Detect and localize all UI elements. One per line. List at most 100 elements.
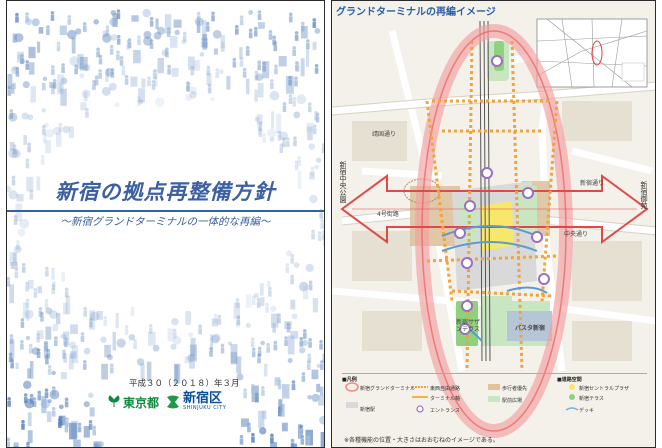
silhouette: [206, 65, 211, 76]
silhouette: [8, 352, 13, 363]
silhouette: [9, 284, 15, 304]
silhouette: [61, 271, 66, 282]
silhouette: [41, 396, 47, 414]
silhouette: [191, 86, 197, 95]
silhouette: [55, 132, 62, 147]
silhouette: [211, 318, 219, 327]
silhouette: [294, 160, 299, 171]
right-side-label: 新宿御苑: [640, 181, 648, 209]
silhouette: [37, 41, 41, 53]
silhouette: [307, 102, 312, 113]
silhouette: [43, 133, 47, 144]
silhouette: [309, 172, 315, 180]
silhouette: [100, 336, 107, 343]
silhouette: [13, 442, 19, 447]
silhouette: [268, 286, 272, 297]
silhouette: [31, 18, 40, 27]
silhouette: [27, 142, 31, 153]
silhouette: [45, 140, 52, 154]
silhouette: [315, 157, 322, 163]
cover-subtitle: 〜新宿グランドターミナルの一体的な再編〜: [60, 216, 271, 228]
silhouette: [110, 9, 117, 16]
bus-terminal: [507, 311, 552, 341]
label-east-street: 新宿通り: [580, 180, 605, 187]
silhouette: [147, 76, 151, 87]
legend-item: 東西自由通路: [430, 386, 461, 392]
silhouette: [320, 431, 324, 447]
silhouette-pattern: [7, 8, 324, 447]
silhouette: [295, 61, 300, 72]
silhouette: [136, 358, 145, 366]
silhouette: [212, 333, 221, 342]
silhouette: [221, 41, 225, 52]
silhouette: [285, 137, 290, 148]
silhouette: [293, 136, 297, 147]
silhouette: [253, 26, 258, 37]
silhouette: [149, 39, 154, 49]
silhouette: [46, 411, 52, 423]
silhouette: [236, 315, 241, 326]
silhouette: [46, 25, 50, 36]
silhouette: [7, 276, 10, 287]
cover-page: 新宿の拠点再整備方針 〜新宿グランドターミナルの一体的な再編〜 平成３０（２０１…: [6, 0, 325, 448]
legend-item: ターミナル軸: [430, 396, 461, 402]
silhouette: [267, 128, 277, 138]
silhouette: [284, 336, 288, 347]
silhouette: [193, 60, 200, 71]
silhouette: [290, 331, 299, 339]
silhouette: [25, 335, 31, 341]
silhouette: [308, 280, 313, 291]
legend-head-right: ■道路空間: [557, 377, 582, 383]
silhouette: [185, 311, 191, 325]
silhouette: [285, 75, 294, 94]
silhouette: [67, 15, 72, 25]
silhouette: [311, 393, 320, 403]
silhouette: [11, 149, 21, 158]
silhouette: [259, 427, 267, 435]
silhouette: [85, 107, 89, 118]
map-page: グランドターミナルの再編イメージ 新宿中央公園 新宿御苑 4号街路 中央通り 新…: [331, 0, 656, 448]
silhouette: [258, 22, 265, 29]
silhouette: [77, 422, 82, 433]
silhouette: [119, 55, 124, 66]
silhouette: [61, 63, 65, 73]
silhouette: [202, 34, 208, 50]
entrances: [454, 55, 550, 335]
silhouette: [201, 37, 205, 48]
silhouette: [167, 328, 174, 342]
shinjuku-logo-text: 新宿区: [183, 391, 223, 406]
silhouette: [17, 228, 26, 237]
silhouette: [110, 68, 115, 78]
silhouette: [257, 60, 261, 71]
locator-inset: [536, 18, 648, 88]
silhouette: [44, 122, 49, 128]
silhouette: [311, 369, 319, 380]
silhouette: [260, 340, 265, 346]
silhouette: [109, 17, 118, 27]
tokyo-logo-text: 東京都: [123, 395, 160, 410]
silhouette: [239, 56, 244, 67]
silhouette: [50, 11, 55, 21]
silhouette: [24, 398, 35, 409]
silhouette: [28, 280, 34, 289]
silhouette: [299, 347, 306, 354]
silhouette: [68, 341, 77, 349]
silhouette: [7, 185, 12, 193]
silhouette: [83, 347, 91, 355]
silhouette: [52, 324, 59, 332]
silhouette: [102, 30, 108, 38]
silhouette: [70, 351, 77, 359]
silhouette: [314, 110, 318, 121]
silhouette: [96, 47, 100, 58]
silhouette: [266, 342, 270, 353]
silhouette: [60, 88, 67, 106]
silhouette: [245, 322, 251, 328]
silhouette: [310, 166, 315, 177]
silhouette: [9, 334, 14, 344]
silhouette: [259, 283, 264, 296]
silhouette: [79, 56, 88, 71]
silhouette: [27, 430, 33, 444]
silhouette: [21, 262, 26, 273]
silhouette: [190, 65, 195, 76]
silhouette: [291, 313, 298, 320]
